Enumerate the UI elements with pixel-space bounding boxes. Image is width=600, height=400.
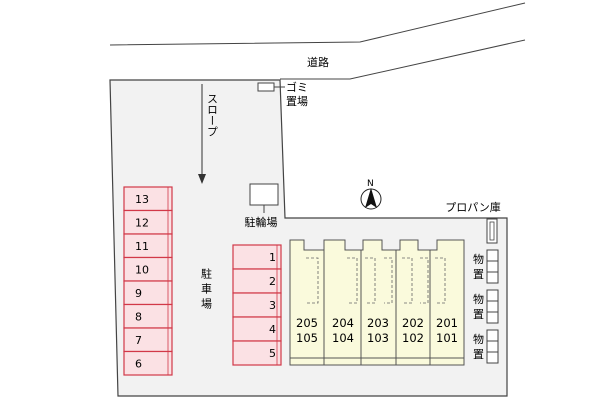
north-arrow-icon [365, 188, 377, 208]
parking-space-number: 5 [269, 347, 276, 360]
parking-space-number: 3 [269, 299, 276, 312]
parking-space-number: 2 [269, 275, 276, 288]
slope: スロープ [198, 84, 219, 184]
parking-space-number: 13 [135, 193, 149, 206]
storage-unit-box [486, 351, 499, 364]
propane-box [486, 218, 498, 244]
building-outline [289, 239, 465, 359]
garbage-box [257, 82, 275, 92]
parking-space [123, 327, 173, 353]
stair-outline [306, 257, 319, 304]
unit-number-lower: 105 [296, 331, 318, 345]
slope-arrow-head [198, 174, 206, 184]
unit-number-upper: 201 [436, 316, 458, 330]
parking-space [232, 292, 282, 318]
bicycle-label: 駐輪場 [245, 215, 278, 229]
storage-unit-box [486, 271, 499, 284]
storage-label: 置 [473, 268, 484, 281]
storage-unit-box [486, 249, 499, 262]
parking-space-number: 1 [269, 251, 276, 264]
bicycle-shelter [249, 183, 279, 206]
unit-number-upper: 205 [296, 316, 318, 330]
stair-outline [420, 257, 429, 304]
propane-label: プロパン庫 [445, 200, 501, 214]
parking-space-number: 11 [135, 240, 149, 253]
storage-unit-box [486, 340, 499, 353]
parking-space-number: 12 [135, 216, 149, 229]
garbage-label-line1: ゴミ [286, 80, 308, 94]
storage-unit-box [486, 260, 499, 273]
bicycle-parking: 駐輪場 [245, 183, 279, 229]
storage-unit-box [486, 300, 499, 313]
garbage-label-line2: 置場 [286, 95, 308, 108]
slope-label: スロープ [206, 93, 219, 137]
storage-unit-box [486, 289, 499, 302]
stair-outline [402, 257, 413, 304]
parking-space [232, 340, 282, 366]
road-bottom-edge [280, 39, 526, 80]
storage-unit-box [486, 329, 499, 342]
parking-label: 駐車場 [200, 267, 213, 313]
stair-outline [384, 257, 393, 304]
parking-space-number: 7 [135, 334, 142, 347]
parking-space [123, 350, 173, 376]
parking-space [232, 268, 282, 294]
unit-number-lower: 101 [436, 331, 458, 345]
unit-number-upper: 202 [402, 316, 424, 330]
unit-number-lower: 103 [367, 331, 389, 345]
stair-outline [435, 257, 446, 304]
unit-number-lower: 102 [402, 331, 424, 345]
parking-space [123, 280, 173, 306]
parking-space-number: 10 [135, 263, 149, 276]
storage-label: 置 [473, 308, 484, 321]
propane-box-inner [489, 221, 495, 241]
road: 道路 [109, 2, 526, 80]
storage-unit-box [486, 311, 499, 324]
compass-north-label: N [367, 179, 374, 189]
unit-number-lower: 104 [332, 331, 354, 345]
unit-number-upper: 204 [332, 316, 354, 330]
storage-label: 物 [473, 332, 484, 346]
road-top-edge [109, 2, 526, 46]
parking-space-number: 6 [135, 357, 142, 370]
parking-column-left: 13 12 11 10 9 8 7 6 [123, 186, 173, 376]
parking-space [123, 303, 173, 329]
unit-number-upper: 203 [367, 316, 389, 330]
road-label: 道路 [307, 55, 329, 69]
storage-label: 物 [473, 292, 484, 306]
compass: N [360, 179, 382, 210]
parking-space-number: 4 [269, 323, 276, 336]
garbage-area: ゴミ 置場 [257, 80, 308, 108]
stair-outline [347, 257, 358, 304]
parking-space-number: 9 [135, 287, 142, 300]
stair-outline [365, 257, 376, 304]
storage-label: 置 [473, 348, 484, 361]
propane-storage: プロパン庫 [445, 200, 501, 244]
building-balcony [289, 357, 465, 366]
parking-column-right: 1 2 3 4 5 [232, 244, 282, 366]
parking-space-number: 8 [135, 310, 142, 323]
storage-label: 物 [473, 252, 484, 266]
